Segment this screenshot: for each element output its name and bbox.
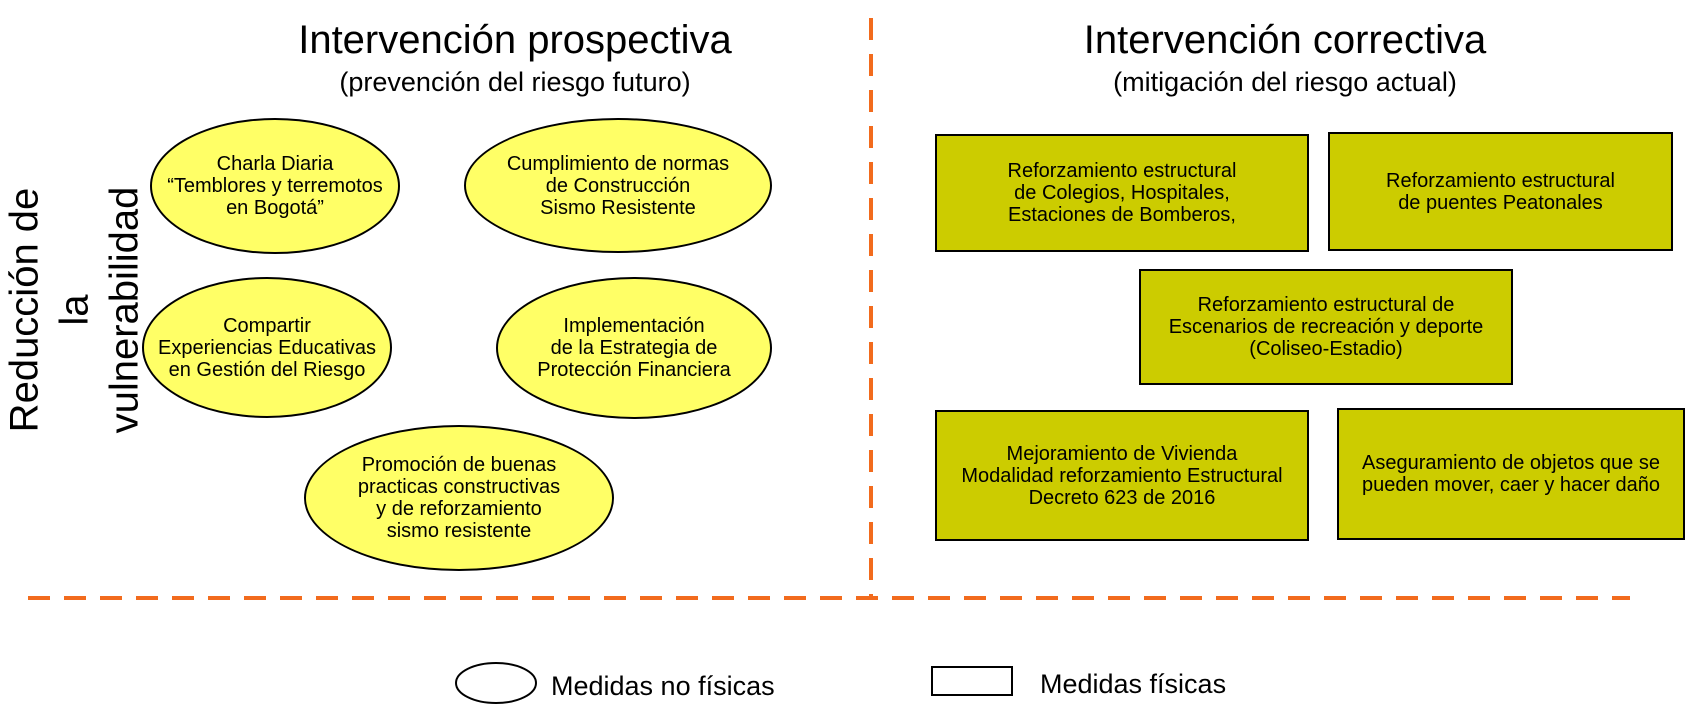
corrective-subtitle: (mitigación del riesgo actual) (1113, 67, 1457, 97)
measure-label: Reforzamiento estructural de Colegios, H… (1007, 160, 1237, 226)
side-label: Reducción de la vulnerabilidad (2, 155, 146, 465)
measure-recreation-venues: Reforzamiento estructural de Escenarios … (1139, 269, 1513, 385)
measure-label: Mejoramiento de Vivienda Modalidad refor… (961, 442, 1283, 509)
legend-physical: Medidas físicas (1040, 669, 1227, 699)
measure-label: Compartir Experiencias Educativas en Ges… (158, 314, 376, 381)
measure-educational-experiences: Compartir Experiencias Educativas en Ges… (142, 277, 392, 418)
measure-good-practices: Promoción de buenas practicas constructi… (304, 425, 614, 571)
measure-financial-protection: Implementación de la Estrategia de Prote… (496, 277, 772, 419)
measure-label: Promoción de buenas practicas constructi… (357, 454, 561, 542)
measure-label: Aseguramiento de objetos que se pueden m… (1362, 452, 1660, 496)
prospective-title: Intervención prospectiva (298, 18, 732, 62)
measure-label: Charla Diaria “Temblores y terremotos en… (167, 153, 383, 219)
measure-housing-improvement: Mejoramiento de Vivienda Modalidad refor… (935, 410, 1309, 541)
measure-pedestrian-bridges: Reforzamiento estructural de puentes Pea… (1328, 132, 1673, 251)
legend-box-icon (931, 666, 1013, 696)
side-label-text: Reducción de la vulnerabilidad (2, 186, 146, 434)
legend-non-physical: Medidas no físicas (551, 671, 775, 701)
measure-label: Reforzamiento estructural de puentes Pea… (1386, 169, 1615, 214)
measure-label: Cumplimiento de normas de Construcción S… (506, 152, 730, 219)
measure-schools-hospitals: Reforzamiento estructural de Colegios, H… (935, 134, 1309, 252)
measure-building-codes: Cumplimiento de normas de Construcción S… (464, 118, 772, 253)
legend-ellipse-icon (455, 662, 537, 704)
prospective-subtitle: (prevención del riesgo futuro) (339, 67, 691, 97)
measure-daily-talk: Charla Diaria “Temblores y terremotos en… (150, 118, 400, 254)
measure-label: Reforzamiento estructural de Escenarios … (1168, 294, 1484, 360)
corrective-title: Intervención correctiva (1083, 18, 1487, 62)
measure-secure-objects: Aseguramiento de objetos que se pueden m… (1337, 408, 1685, 540)
measure-label: Implementación de la Estrategia de Prote… (537, 315, 731, 381)
